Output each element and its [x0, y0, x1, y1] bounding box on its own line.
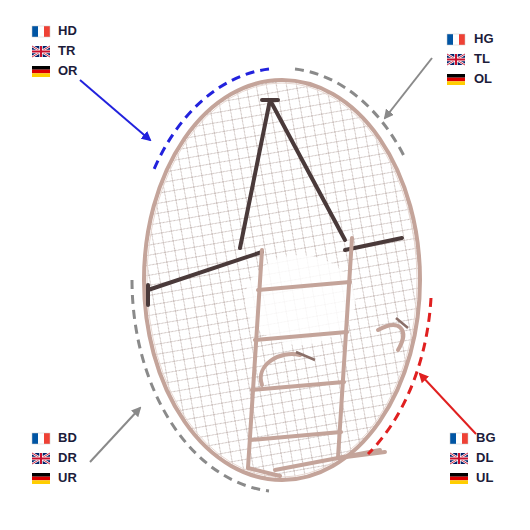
- language-code: OL: [474, 71, 492, 87]
- language-code: HD: [58, 23, 77, 39]
- language-code: DL: [476, 450, 493, 466]
- flag-group: [447, 34, 465, 85]
- language-code: UL: [476, 470, 493, 486]
- language-code: TR: [58, 43, 75, 59]
- language-code: BG: [476, 430, 496, 446]
- language-code: TL: [474, 51, 490, 67]
- language-code: BD: [58, 430, 77, 446]
- language-code: HG: [474, 31, 494, 47]
- flag-group: [450, 433, 468, 484]
- language-code: DR: [58, 450, 77, 466]
- flag-group: [32, 433, 50, 484]
- flag-group: [32, 26, 50, 77]
- language-code: OR: [58, 63, 78, 79]
- language-code: UR: [58, 470, 77, 486]
